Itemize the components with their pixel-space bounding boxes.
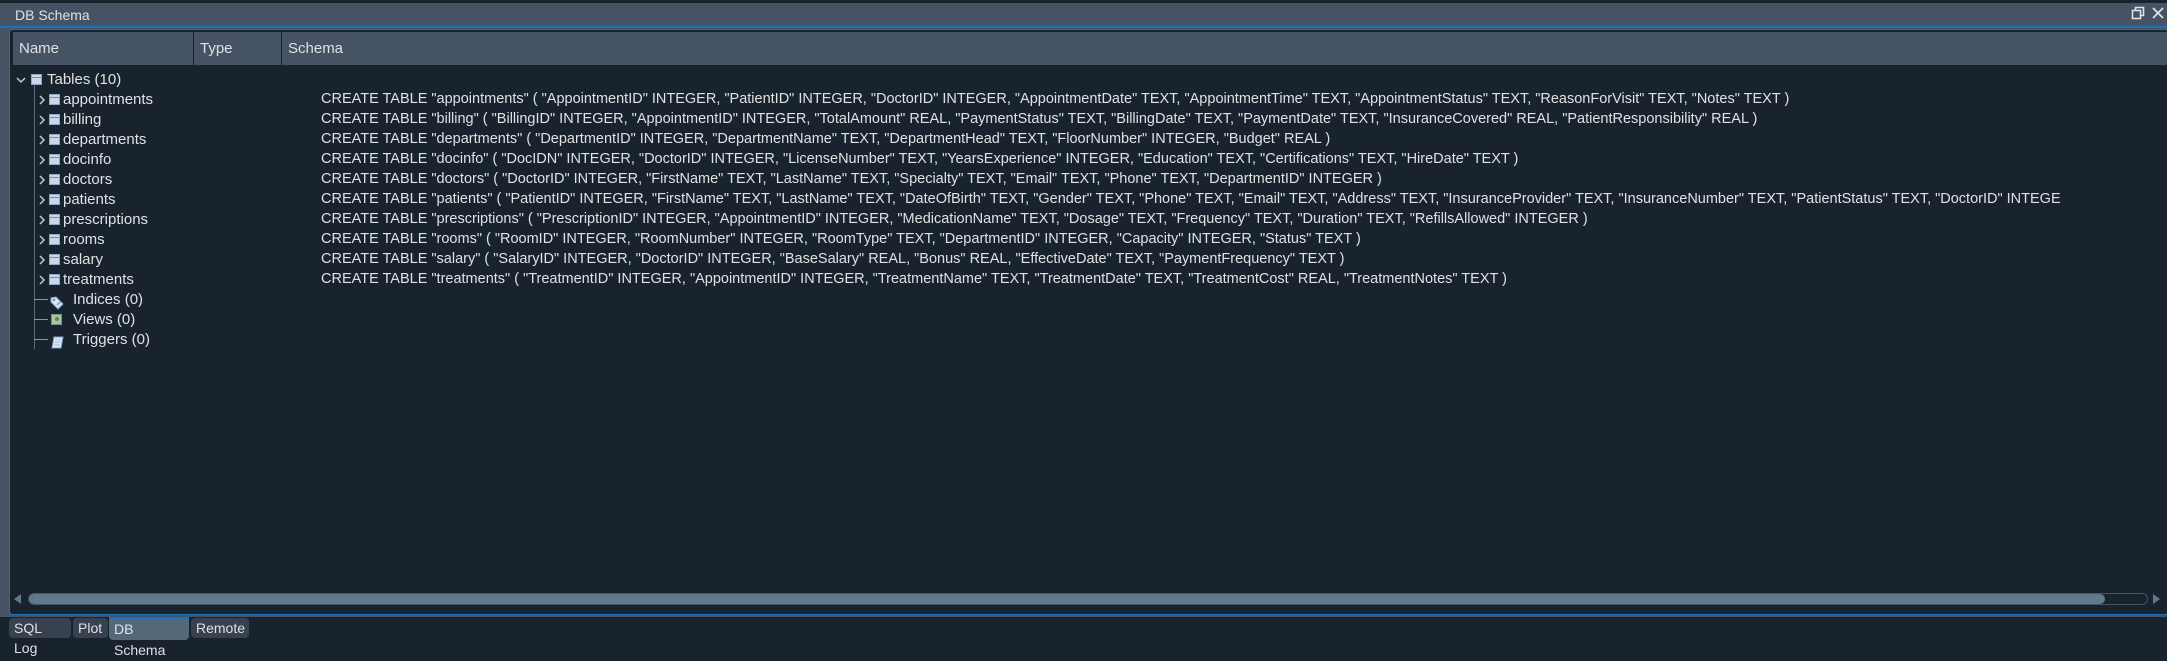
table-schema: CREATE TABLE "treatments" ( "TreatmentID… — [321, 271, 1507, 287]
table-row[interactable]: rooms CREATE TABLE "rooms" ( "RoomID" IN… — [10, 226, 2167, 253]
chevron-right-icon[interactable] — [36, 214, 48, 226]
scroll-icon — [51, 332, 64, 359]
db-schema-dock: Name Type Schema Tables (10) appointment… — [0, 28, 2167, 617]
tree-branch-line — [34, 299, 48, 300]
tree-branch-line — [34, 85, 35, 349]
tree-item-triggers[interactable]: Triggers (0) — [10, 326, 2167, 353]
table-row[interactable]: departments CREATE TABLE "departments" (… — [10, 126, 2167, 153]
chevron-right-icon[interactable] — [36, 154, 48, 166]
table-row[interactable]: prescriptions CREATE TABLE "prescription… — [10, 206, 2167, 233]
dock-title-bar[interactable]: DB Schema — [0, 3, 2167, 28]
chevron-right-icon[interactable] — [36, 134, 48, 146]
dock-title: DB Schema — [15, 7, 90, 23]
tree-item-tables[interactable]: Tables (10) — [10, 66, 2167, 93]
tab-sql-log[interactable]: SQL Log — [9, 618, 71, 656]
close-icon[interactable] — [2151, 6, 2167, 22]
table-name: prescriptions — [63, 211, 149, 228]
chevron-right-icon[interactable] — [36, 254, 48, 266]
table-name: treatments — [63, 271, 134, 288]
table-schema: CREATE TABLE "patients" ( "PatientID" IN… — [321, 191, 2061, 207]
table-schema: CREATE TABLE "billing" ( "BillingID" INT… — [321, 111, 1758, 127]
tree-label: Indices (0) — [73, 291, 144, 308]
tab-remote[interactable]: Remote — [191, 618, 249, 638]
tree-branch-line — [34, 319, 48, 320]
table-name: patients — [63, 191, 116, 208]
tree-label: Views (0) — [73, 311, 136, 328]
table-schema: CREATE TABLE "prescriptions" ( "Prescrip… — [321, 211, 1588, 227]
tree-item-views[interactable]: Views (0) — [10, 306, 2167, 333]
scrollbar-track[interactable] — [28, 593, 2148, 605]
tab-plot[interactable]: Plot — [73, 618, 108, 638]
table-name: billing — [63, 111, 102, 128]
scroll-right-arrow-icon[interactable] — [2153, 594, 2160, 604]
table-schema: CREATE TABLE "appointments" ( "Appointme… — [321, 91, 1790, 107]
table-icon — [49, 134, 60, 145]
table-schema: CREATE TABLE "salary" ( "SalaryID" INTEG… — [321, 251, 1345, 267]
table-schema: CREATE TABLE "docinfo" ( "DocIDN" INTEGE… — [321, 151, 1519, 167]
chevron-right-icon[interactable] — [36, 194, 48, 206]
chevron-down-icon[interactable] — [15, 74, 27, 86]
column-header-name[interactable]: Name — [13, 32, 194, 65]
table-row[interactable]: billing CREATE TABLE "billing" ( "Billin… — [10, 106, 2167, 133]
scrollbar-thumb[interactable] — [29, 594, 2105, 604]
table-icon — [49, 114, 60, 125]
column-header-type[interactable]: Type — [194, 32, 282, 65]
chevron-right-icon[interactable] — [36, 274, 48, 286]
tree-label: Tables (10) — [47, 71, 122, 88]
horizontal-scrollbar[interactable] — [12, 590, 2164, 608]
tree-label: Triggers (0) — [73, 331, 150, 348]
table-icon — [31, 74, 42, 85]
chevron-right-icon[interactable] — [36, 174, 48, 186]
scroll-left-arrow-icon[interactable] — [14, 594, 21, 604]
table-name: appointments — [63, 91, 154, 108]
tree-item-indices[interactable]: Indices (0) — [10, 286, 2167, 313]
chevron-right-icon[interactable] — [36, 234, 48, 246]
table-name: salary — [63, 251, 104, 268]
tree-branch-line — [34, 339, 48, 340]
chevron-right-icon[interactable] — [36, 94, 48, 106]
schema-tree-view[interactable]: Name Type Schema Tables (10) appointment… — [9, 29, 2167, 615]
table-icon — [49, 174, 60, 185]
table-row[interactable]: doctors CREATE TABLE "doctors" ( "Doctor… — [10, 166, 2167, 193]
table-row[interactable]: docinfo CREATE TABLE "docinfo" ( "DocIDN… — [10, 146, 2167, 173]
table-icon — [49, 194, 60, 205]
table-icon — [49, 254, 60, 265]
table-row[interactable]: treatments CREATE TABLE "treatments" ( "… — [10, 266, 2167, 293]
chevron-right-icon[interactable] — [36, 114, 48, 126]
table-name: rooms — [63, 231, 105, 248]
tree-header: Name Type Schema — [13, 32, 2167, 66]
table-schema: CREATE TABLE "departments" ( "Department… — [321, 131, 1331, 147]
table-row[interactable]: appointments CREATE TABLE "appointments"… — [10, 86, 2167, 113]
float-restore-icon[interactable] — [2131, 6, 2147, 22]
table-icon — [49, 214, 60, 225]
table-icon — [49, 274, 60, 285]
table-name: docinfo — [63, 151, 112, 168]
table-icon — [49, 94, 60, 105]
tab-db-schema[interactable]: DB Schema — [109, 617, 189, 658]
table-name: departments — [63, 131, 147, 148]
table-row[interactable]: patients CREATE TABLE "patients" ( "Pati… — [10, 186, 2167, 213]
column-header-schema[interactable]: Schema — [288, 40, 344, 57]
view-icon — [51, 314, 62, 325]
table-schema: CREATE TABLE "doctors" ( "DoctorID" INTE… — [321, 171, 1382, 187]
table-row[interactable]: salary CREATE TABLE "salary" ( "SalaryID… — [10, 246, 2167, 273]
table-icon — [49, 234, 60, 245]
tag-icon — [50, 292, 64, 319]
table-schema: CREATE TABLE "rooms" ( "RoomID" INTEGER,… — [321, 231, 1361, 247]
table-name: doctors — [63, 171, 113, 188]
table-icon — [49, 154, 60, 165]
